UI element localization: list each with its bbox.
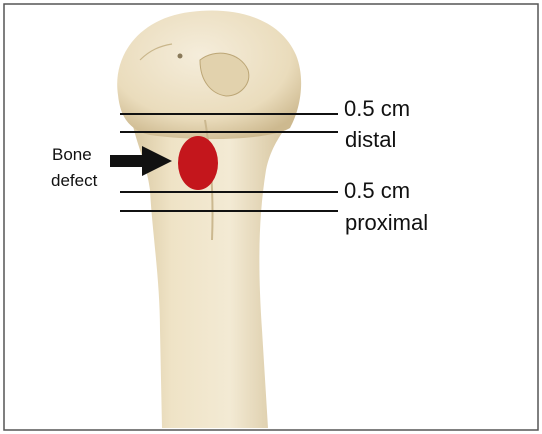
distal-measure-label: 0.5 cm [344,98,410,120]
bone-foramen [178,54,183,59]
proximal-measure-label: 0.5 cm [344,180,410,202]
distal-word-label: distal [345,129,396,151]
bone-defect-marker [178,136,218,190]
bone-defect-label-line1: Bone [52,146,92,163]
proximal-word-label: proximal [345,212,428,234]
bone-defect-label-line2: defect [51,172,97,189]
